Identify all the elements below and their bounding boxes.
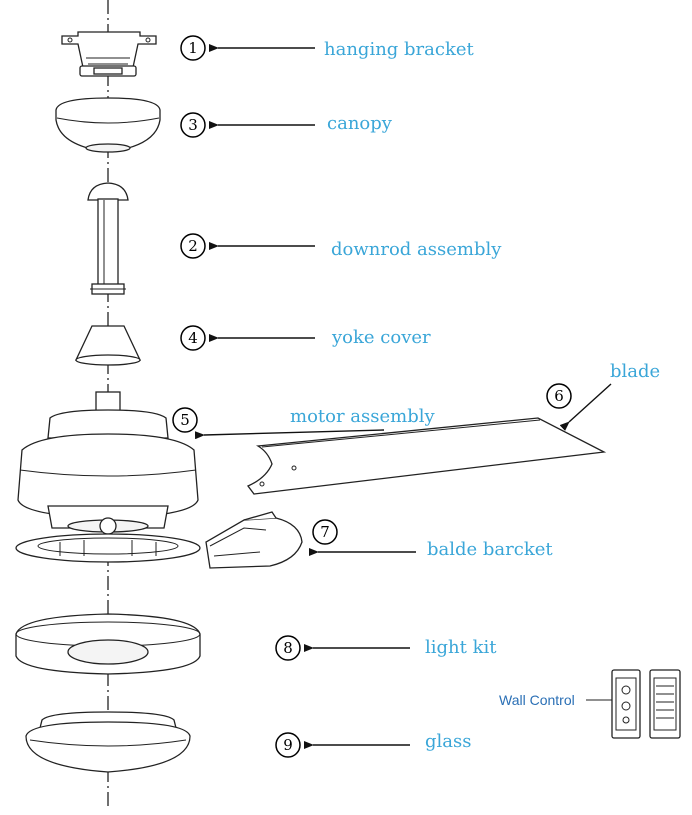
- canopy-part: [55, 97, 161, 153]
- light-kit-part: [15, 613, 201, 675]
- label-yoke-cover: yoke cover: [331, 327, 431, 348]
- callout-number-3: 3: [188, 116, 198, 134]
- callout-number-6: 6: [554, 387, 564, 405]
- callout-light-kit: 8 light kit: [275, 635, 497, 661]
- flywheel-plate-part: [15, 533, 201, 563]
- callout-number-9: 9: [283, 736, 293, 754]
- callout-glass: 9 glass: [275, 731, 472, 758]
- glass-part: [25, 711, 191, 773]
- callout-number-2: 2: [188, 237, 198, 255]
- label-motor-assembly: motor assembly: [290, 406, 436, 427]
- label-downrod-assembly: downrod assembly: [331, 239, 502, 260]
- callout-number-7: 7: [320, 523, 330, 541]
- callout-number-4: 4: [188, 329, 198, 347]
- wall-control-part: [586, 669, 681, 739]
- hanging-bracket-part: [61, 31, 157, 77]
- callout-number-1: 1: [188, 39, 198, 57]
- label-hanging-bracket: hanging bracket: [324, 39, 475, 60]
- yoke-cover-part: [74, 325, 142, 366]
- blade-part: [246, 417, 607, 495]
- callout-downrod-assembly: 2 downrod assembly: [180, 233, 502, 260]
- callout-number-8: 8: [283, 639, 293, 657]
- callout-canopy: 3 canopy: [180, 112, 393, 138]
- label-blade-bracket: balde barcket: [427, 539, 553, 560]
- blade-bracket-part: [205, 511, 303, 569]
- callout-motor-assembly: 5 motor assembly: [172, 406, 436, 440]
- label-blade: blade: [610, 361, 660, 382]
- callout-blade-bracket: 7 balde barcket: [309, 519, 553, 560]
- label-glass: glass: [425, 731, 472, 752]
- callout-number-5: 5: [180, 411, 190, 429]
- motor-assembly-part: [17, 391, 199, 535]
- callout-hanging-bracket: 1 hanging bracket: [180, 35, 475, 61]
- label-wall-control: Wall Control: [499, 692, 575, 708]
- downrod-assembly-part: [87, 182, 129, 295]
- callout-blade: 6 blade: [546, 361, 660, 432]
- callout-yoke-cover: 4 yoke cover: [180, 325, 431, 351]
- label-canopy: canopy: [327, 113, 393, 134]
- label-light-kit: light kit: [425, 637, 497, 658]
